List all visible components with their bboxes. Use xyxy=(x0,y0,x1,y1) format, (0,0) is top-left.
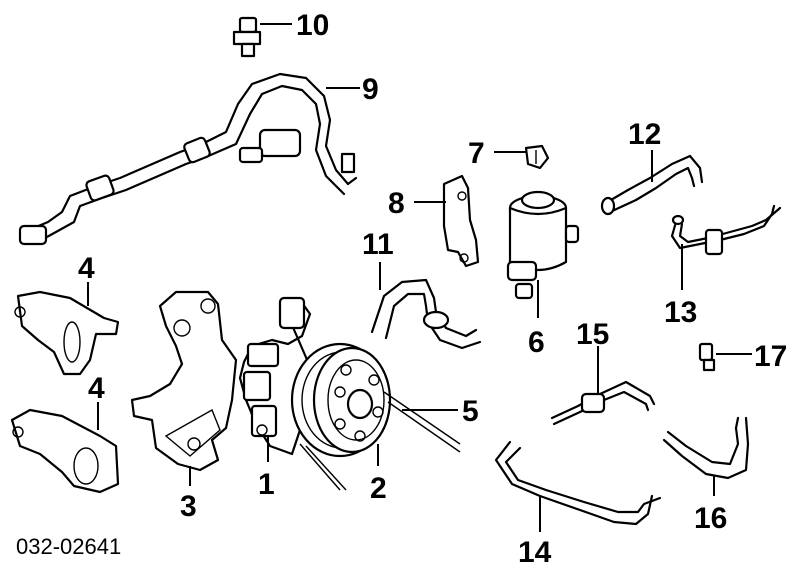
callout-8: 8 xyxy=(388,187,405,220)
part-4-bracket-lower xyxy=(10,402,120,494)
callout-1: 1 xyxy=(258,468,275,501)
part-8-reservoir-bracket xyxy=(414,174,480,268)
callout-10: 10 xyxy=(296,9,329,42)
callout-17: 17 xyxy=(754,340,787,373)
part-15-pipe xyxy=(550,346,656,426)
part-12-hose xyxy=(600,150,704,216)
part-16-hose xyxy=(662,416,750,496)
callout-3: 3 xyxy=(180,490,197,523)
callout-16: 16 xyxy=(694,502,727,535)
part-13-pipe xyxy=(670,204,782,290)
part-11-return-hose xyxy=(370,262,482,350)
callout-13: 13 xyxy=(664,296,697,329)
callout-12: 12 xyxy=(628,118,661,151)
part-2-pulley xyxy=(290,342,392,466)
callout-11: 11 xyxy=(362,228,394,261)
part-1-power-steering-pump xyxy=(238,296,312,462)
callout-4-lower: 4 xyxy=(88,372,105,405)
part-17-sensor xyxy=(698,342,752,372)
callout-5: 5 xyxy=(462,395,479,428)
callout-6: 6 xyxy=(528,326,545,359)
part-6-reservoir xyxy=(506,190,580,318)
callout-9: 9 xyxy=(362,73,379,106)
diagram-reference-code: 032-02641 xyxy=(16,534,121,559)
part-3-pump-bracket xyxy=(130,290,238,486)
part-4-bracket-upper xyxy=(14,282,120,376)
part-7-clip xyxy=(494,144,550,170)
callout-2: 2 xyxy=(370,472,387,505)
callout-15: 15 xyxy=(576,318,609,351)
part-14-long-hose xyxy=(494,440,662,532)
part-9-high-pressure-hose xyxy=(18,72,360,246)
callout-7: 7 xyxy=(468,137,485,170)
part-5-drive-belt xyxy=(299,391,461,491)
callout-14: 14 xyxy=(518,536,552,569)
part-10-pressure-switch xyxy=(232,16,292,58)
callout-4-upper: 4 xyxy=(78,252,95,285)
